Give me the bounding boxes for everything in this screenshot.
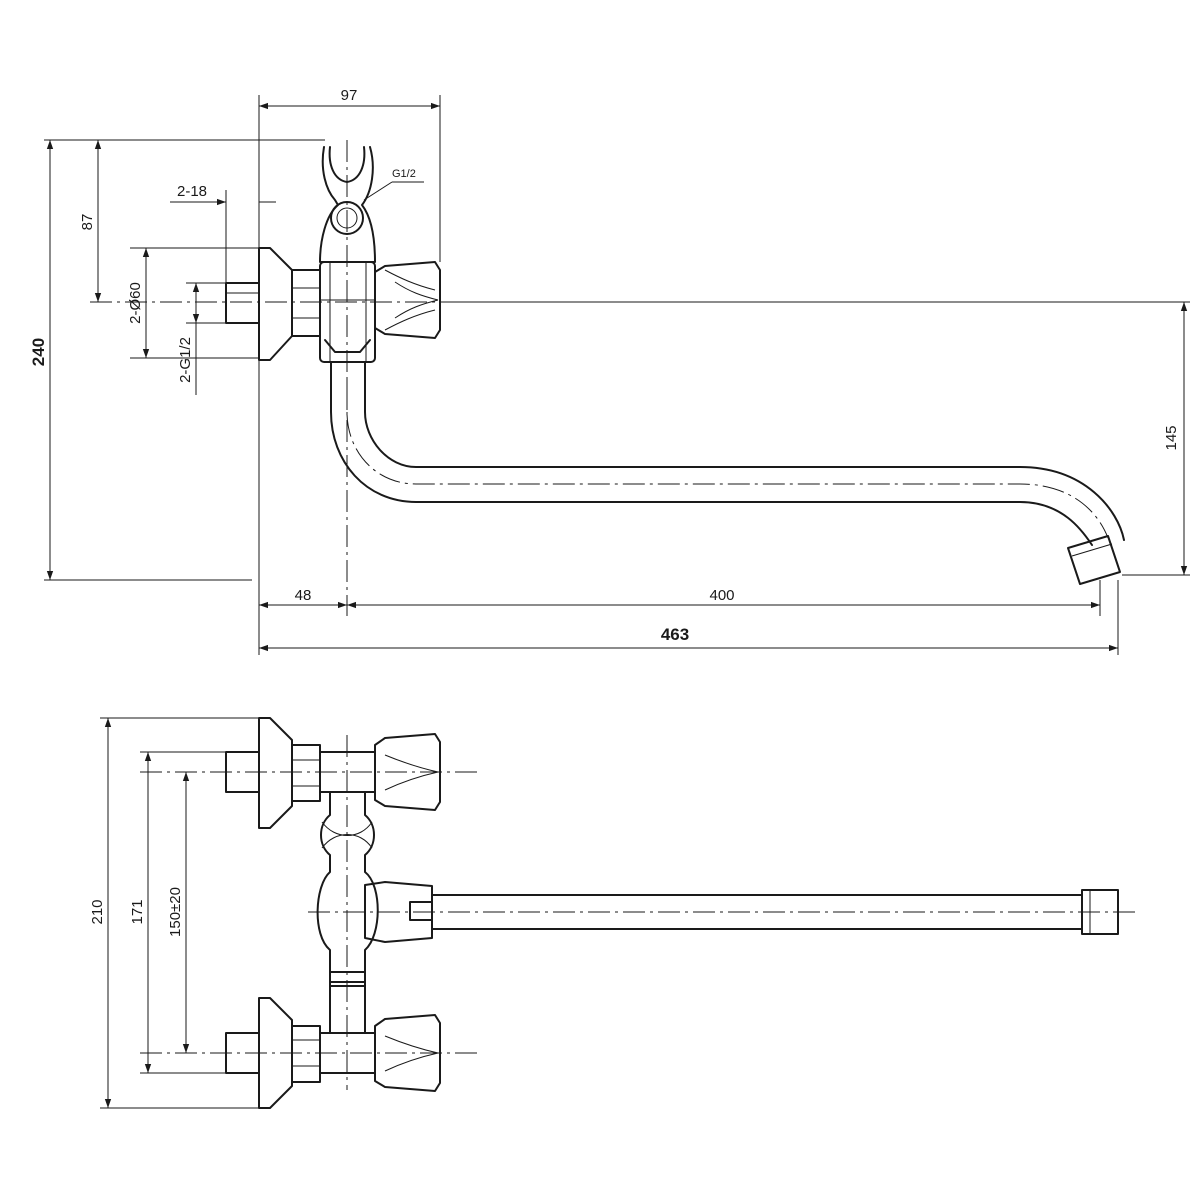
dim-150-label: 150±20 [167,887,184,937]
aerator [1067,535,1121,585]
mixer-body [319,261,376,363]
dim-400-label: 400 [709,587,734,604]
dim-463-label: 463 [661,625,689,644]
dim-connection-thread-label: 2-G1/2 [177,337,194,383]
dim-145-label: 145 [1163,425,1180,450]
dim-97-label: 97 [341,87,358,104]
aerator-top [1081,889,1119,935]
dim-flange-diameter-label: 2-Ø60 [127,282,144,324]
upper-flange [258,717,293,829]
upper-hex-nut [291,744,321,802]
upper-handle [374,733,441,811]
shower-holder [319,146,376,263]
shower-ring [330,201,364,235]
dim-48-label: 48 [295,587,312,604]
handle-front [374,261,441,339]
shower-thread-label: G1/2 [392,168,416,180]
front-view: 97 240 87 2-18 2-Ø60 2-G1/2 G1/2 [29,87,1190,655]
wall-flange [258,247,293,361]
dim-2-18-label: 2-18 [177,183,207,200]
lower-handle [374,1014,441,1092]
dim-210-label: 210 [89,899,106,924]
spout-top [431,894,1083,930]
dim-171-label: 171 [129,899,146,924]
top-view: 210 171 150±20 [89,717,1138,1109]
inlet-stub [225,282,260,324]
dim-240-label: 240 [29,338,48,366]
central-body [316,791,379,983]
lower-hex-nut [291,1025,321,1083]
diverter [364,881,433,943]
hex-nut [291,269,321,337]
spout [330,361,1125,546]
dim-87-label: 87 [79,214,96,231]
